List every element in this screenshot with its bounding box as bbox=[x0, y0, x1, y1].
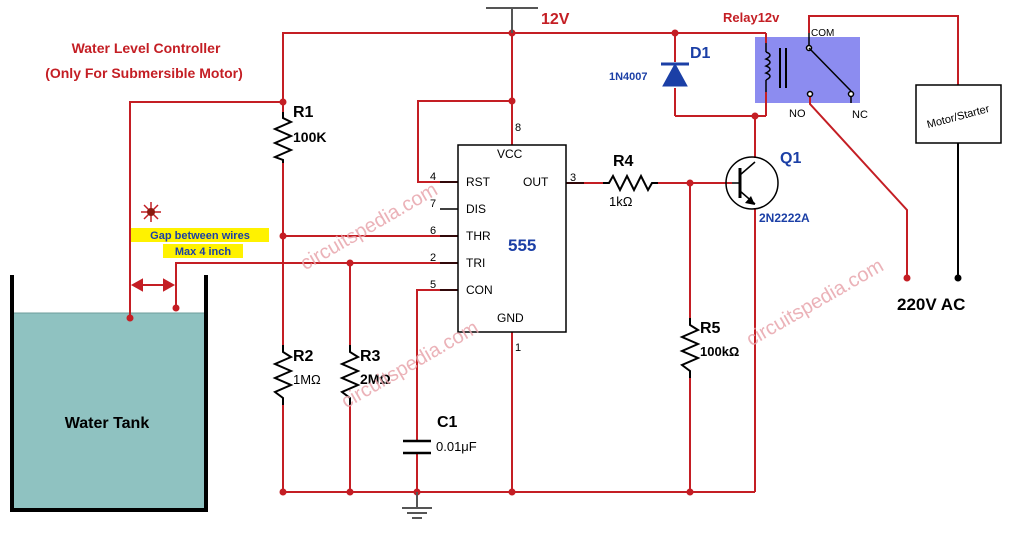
transistor-q1 bbox=[725, 156, 779, 210]
transistor-circle bbox=[725, 156, 779, 210]
capacitor-c1 bbox=[403, 439, 431, 455]
transistor-collector bbox=[739, 161, 756, 176]
spark-icon bbox=[141, 202, 161, 222]
gap-note-bg-2 bbox=[163, 244, 243, 258]
supply-label: 12V bbox=[541, 11, 570, 28]
wire-com-motor bbox=[808, 15, 959, 85]
gap-arrow-right-head bbox=[163, 278, 176, 292]
ic-pin-number-4: 4 bbox=[430, 171, 436, 183]
sensor-probe-long bbox=[126, 314, 134, 322]
resistor-r5 bbox=[679, 318, 701, 378]
ic-555-body bbox=[457, 144, 567, 333]
ic-pin-number-5: 5 bbox=[430, 279, 436, 291]
ic-pin-con-label: CON bbox=[466, 283, 493, 297]
r2-value: 1MΩ bbox=[293, 372, 321, 387]
c1-name: C1 bbox=[437, 414, 458, 431]
relay-label: Relay12v bbox=[723, 10, 780, 25]
resistor-r1 bbox=[272, 112, 294, 163]
wire-tri bbox=[175, 262, 458, 308]
r4-value: 1kΩ bbox=[609, 194, 633, 209]
tank-label: Water Tank bbox=[65, 415, 150, 432]
relay-coil bbox=[764, 43, 787, 92]
relay-nc-label: NC bbox=[852, 109, 868, 121]
ic-pin-out-label: OUT bbox=[523, 175, 549, 189]
relay-com-label: COM bbox=[811, 28, 834, 39]
supply-symbol bbox=[486, 7, 538, 33]
diode-name: D1 bbox=[690, 45, 711, 62]
watermark-3: circuitspedia.com bbox=[743, 255, 888, 351]
transistor-part: 2N2222A bbox=[759, 211, 810, 225]
resistor-r4 bbox=[603, 173, 658, 193]
resistor-symbols bbox=[272, 112, 701, 405]
r4-name: R4 bbox=[613, 153, 634, 170]
wire-sensor-long bbox=[129, 101, 283, 318]
transistor-emitter-arrow bbox=[745, 196, 755, 205]
motor-starter-box bbox=[915, 84, 1002, 144]
water-tank bbox=[10, 275, 208, 512]
transistor-name: Q1 bbox=[780, 150, 801, 167]
ic-pin-number-3: 3 bbox=[570, 172, 576, 184]
ic-pin-dis-label: DIS bbox=[466, 202, 486, 216]
diode-d1 bbox=[661, 62, 689, 87]
ac-terminal-2 bbox=[954, 274, 962, 282]
ic-pin-rst-label: RST bbox=[466, 175, 491, 189]
r1-name: R1 bbox=[293, 104, 314, 121]
gap-arrow bbox=[130, 278, 176, 292]
diode-part: 1N4007 bbox=[609, 71, 648, 83]
watermark-1: circuitspedia.com bbox=[297, 179, 442, 275]
r5-value: 100kΩ bbox=[700, 344, 739, 359]
r3-name: R3 bbox=[360, 348, 381, 365]
r5-name: R5 bbox=[700, 320, 721, 337]
sensor-probe-short bbox=[172, 304, 180, 312]
c1-value: 0.01μF bbox=[436, 439, 477, 454]
ic-pin-number-6: 6 bbox=[430, 225, 436, 237]
ac-terminal-1 bbox=[903, 274, 911, 282]
water-fill bbox=[14, 313, 204, 510]
title-line1: Water Level Controller bbox=[72, 40, 221, 56]
ic-pin-gnd-label: GND bbox=[497, 311, 524, 325]
gap-note-line2: Max 4 inch bbox=[175, 246, 232, 258]
ic-pins bbox=[440, 181, 584, 291]
ic-pin-number-8: 8 bbox=[515, 122, 521, 134]
ic-name: 555 bbox=[508, 236, 536, 255]
junctions bbox=[279, 29, 759, 496]
wires bbox=[129, 15, 959, 493]
wire-rst bbox=[417, 100, 512, 183]
r1-value: 100K bbox=[293, 129, 326, 145]
title-line2: (Only For Submersible Motor) bbox=[45, 65, 243, 81]
ic-pin-number-7: 7 bbox=[430, 198, 436, 210]
ac-label: 220V AC bbox=[897, 295, 965, 314]
diode-triangle bbox=[662, 62, 688, 87]
gap-arrow-left-head bbox=[130, 278, 143, 292]
relay-switch bbox=[805, 33, 855, 103]
ic-pin-tri-label: TRI bbox=[466, 256, 485, 270]
ic-pin-number-1: 1 bbox=[515, 342, 521, 354]
r3-value: 2MΩ bbox=[360, 371, 391, 387]
gap-note-line1: Gap between wires bbox=[150, 230, 250, 242]
ground-icon bbox=[402, 492, 432, 519]
ic-pin-vcc-label: VCC bbox=[497, 147, 523, 161]
relay-no-label: NO bbox=[789, 108, 806, 120]
wire-top-left bbox=[282, 32, 284, 102]
resistor-r2 bbox=[272, 345, 294, 405]
gap-note-bg-1 bbox=[131, 228, 269, 242]
resistor-r3 bbox=[339, 345, 361, 405]
tank-walls bbox=[10, 275, 208, 512]
ic-pin-number-2: 2 bbox=[430, 252, 436, 264]
ic-pin-thr-label: THR bbox=[466, 229, 491, 243]
r2-name: R2 bbox=[293, 348, 314, 365]
wire-no-ac bbox=[809, 96, 908, 276]
